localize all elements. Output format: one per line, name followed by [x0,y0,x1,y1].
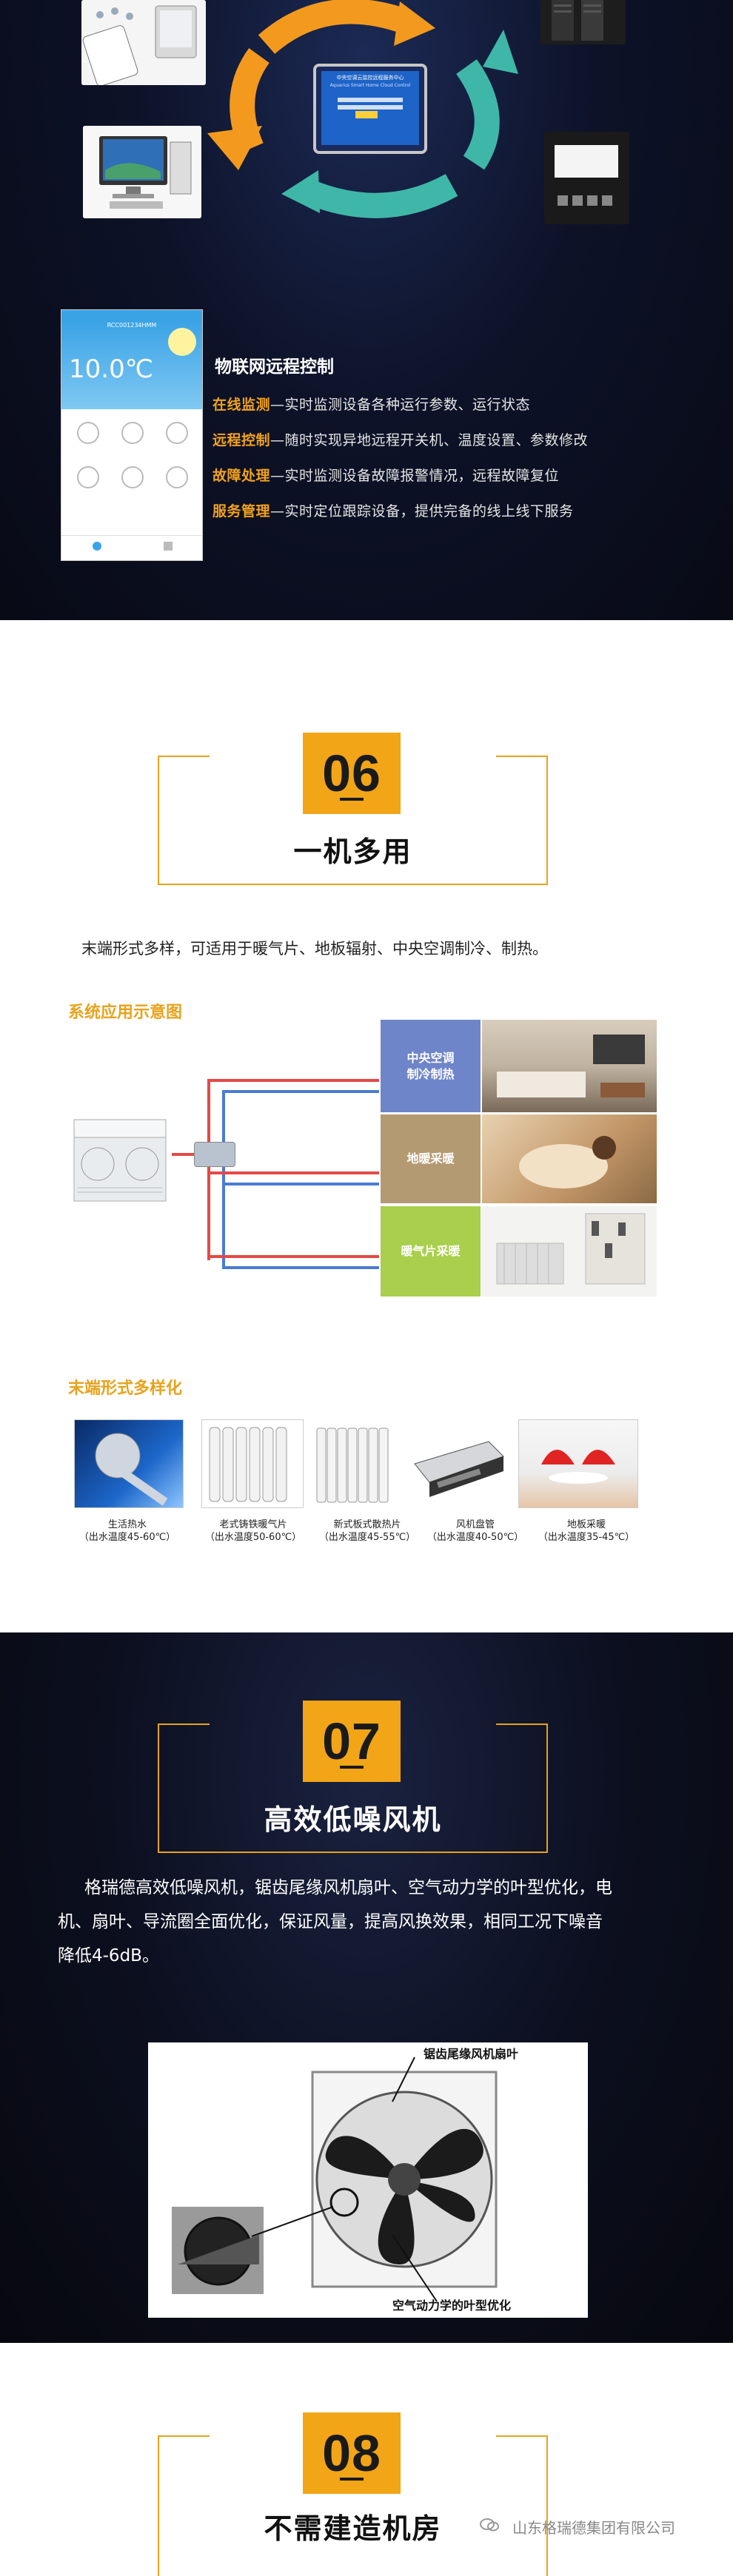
bullet-online-monitoring: 在线监测—实时监测设备各种运行参数、运行状态 [212,394,530,414]
tablet-screen-subtitle: Aquarius Smart Home Cloud Control [329,83,411,88]
fan-paragraph-line2: 机、扇叶、导流圈全面优化，保证风量，提高风换效果，相同工况下噪音 [58,1912,603,1931]
bullet-remote-control: 远程控制—随时实现异地远程开关机、温度设置、参数修改 [212,429,588,449]
living-room-photo [482,1020,657,1112]
terminal-name: 生活热水 [107,1519,147,1530]
terminal-caption-1: 生活热水 （出水温度45-60℃） [68,1519,187,1544]
supply-pipe-3 [207,1255,379,1258]
radiator-room-photo [482,1206,657,1297]
floor-heating-room-image [518,1419,638,1508]
frame-top-right [496,756,548,757]
supply-pipe-2 [207,1171,379,1174]
bullet-text: —实时定位跟踪设备，提供完备的线上线下服务 [270,503,574,519]
server-rack-image [540,0,626,44]
valve-cluster [194,1142,235,1167]
smartphone-device-image [81,0,206,85]
cycle-arrows-diagram: 中央空调云监控远程服务中心 Aquarius Smart Home Cloud … [200,0,526,222]
terminal-name: 老式铸铁暖气片 [219,1519,287,1530]
frame-top-left [158,1724,210,1725]
terminal-temp: （出水温度45-60℃） [78,1532,176,1543]
bullet-key: 远程控制 [212,432,271,448]
fan-coil-image [407,1427,509,1501]
fan-paragraph-line1: 格瑞德高效低噪风机，锯齿尾缘风机扇叶、空气动力学的叶型优化，电 [84,1878,612,1897]
terminal-label: 末端形式多样化 [68,1379,183,1398]
bullet-key: 服务管理 [212,503,271,519]
heat-pump-unit-image [68,1105,172,1208]
terminal-temp: （出水温度50-60℃） [204,1532,302,1543]
wechat-icon [480,2518,499,2532]
phone-app-screenshot: RCC001234HMM 10.0℃ [61,309,203,561]
return-pipe-1 [222,1090,379,1093]
fan-section: 07 高效低噪风机 格瑞德高效低噪风机，锯齿尾缘风机扇叶、空气动力学的叶型优化，… [0,1632,733,2343]
bullet-text: —随时实现异地远程开关机、温度设置、参数修改 [270,432,589,448]
frame-top-left [158,756,210,757]
bullet-key: 故障处理 [212,468,271,484]
terminal-caption-5: 地板采暖 （出水温度35-45℃） [527,1519,646,1544]
title-frame [158,756,548,885]
supply-pipe-1 [207,1079,379,1082]
return-pipe-2 [222,1183,379,1186]
terminal-caption-4: 风机盘管 （出水温度40-50℃） [416,1519,535,1544]
return-pipe-vertical [222,1090,225,1268]
no-machine-room-section: 08 不需建造机房 山东格瑞德集团有限公司 [0,2343,733,2576]
intro-text: 末端形式多样，可适用于暖气片、地板辐射、中央空调制冷、制热。 [81,940,548,958]
terminal-caption-3: 新式板式散热片 （出水温度45-55℃） [308,1519,426,1544]
bullet-key: 在线监测 [212,397,271,413]
sun-icon [168,328,196,356]
bullet-fault-handling: 故障处理—实时监测设备故障报警情况，远程故障复位 [212,465,559,485]
bullet-text: —实时监测设备故障报警情况，远程故障复位 [270,468,560,484]
shower-head-image [74,1419,184,1508]
terminal-temp: （出水温度40-50℃） [426,1532,524,1543]
section-number-badge: 08 [303,2412,401,2494]
callout-serrated-blade: 锯齿尾缘风机扇叶 [424,2047,519,2061]
unit-to-pipe [172,1153,209,1156]
terminal-temp: （出水温度35-45℃） [538,1532,635,1543]
phone-device-id: RCC001234HMM [107,322,157,329]
fan-diagram: 锯齿尾缘风机扇叶 空气动力学的叶型优化 [148,2042,588,2318]
tile-floor-heating: 地暖采暖 [381,1114,481,1203]
cast-iron-radiator-image [201,1419,304,1508]
fan-paragraph-line3: 降低4-6dB。 [58,1946,159,1965]
iot-section: 中央空调云监控远程服务中心 Aquarius Smart Home Cloud … [0,0,733,620]
tablet-screen-title: 中央空调云监控远程服务中心 [336,75,404,81]
frame-top-right [496,1724,548,1725]
section-title: 一机多用 [293,835,412,868]
section-number-badge: 07 [303,1701,401,1782]
section-title: 不需建造机房 [264,2512,442,2545]
panel-radiator-image [311,1419,401,1508]
bullet-service-management: 服务管理—实时定位跟踪设备，提供完备的线上线下服务 [212,500,574,520]
terminal-name: 新式板式散热片 [333,1519,401,1530]
callout-aero-profile: 空气动力学的叶型优化 [392,2298,512,2313]
floor-heating-photo [482,1114,657,1203]
iot-heading: 物联网远程控制 [215,357,334,377]
phone-temperature: 10.0℃ [69,354,153,384]
section-number-badge: 06 [303,733,401,814]
diagram-label: 系统应用示意图 [68,1003,183,1022]
multi-use-section: 06 一机多用 末端形式多样，可适用于暖气片、地板辐射、中央空调制冷、制热。 系… [0,620,733,1632]
bullet-text: —实时监测设备各种运行参数、运行状态 [270,397,531,413]
title-frame [158,1724,548,1853]
return-pipe-3 [222,1266,379,1269]
terminal-caption-2: 老式铸铁暖气片 （出水温度50-60℃） [194,1519,312,1544]
watermark-text: 山东格瑞德集团有限公司 [512,2519,675,2537]
terminal-temp: （出水温度45-55℃） [318,1532,416,1543]
frame-top-right [496,2435,548,2437]
frame-top-left [158,2435,210,2437]
terminal-name: 地板采暖 [566,1519,606,1530]
wall-controller-image [544,132,629,224]
terminal-name: 风机盘管 [455,1519,495,1530]
supply-pipe-vertical [207,1079,210,1260]
title-frame [158,2435,548,2576]
section-title: 高效低噪风机 [264,1803,442,1836]
tile-central-ac: 中央空调 制冷制热 [381,1020,481,1112]
tile-radiator-heating: 暖气片采暖 [381,1206,481,1297]
desktop-computer-image [83,126,201,218]
